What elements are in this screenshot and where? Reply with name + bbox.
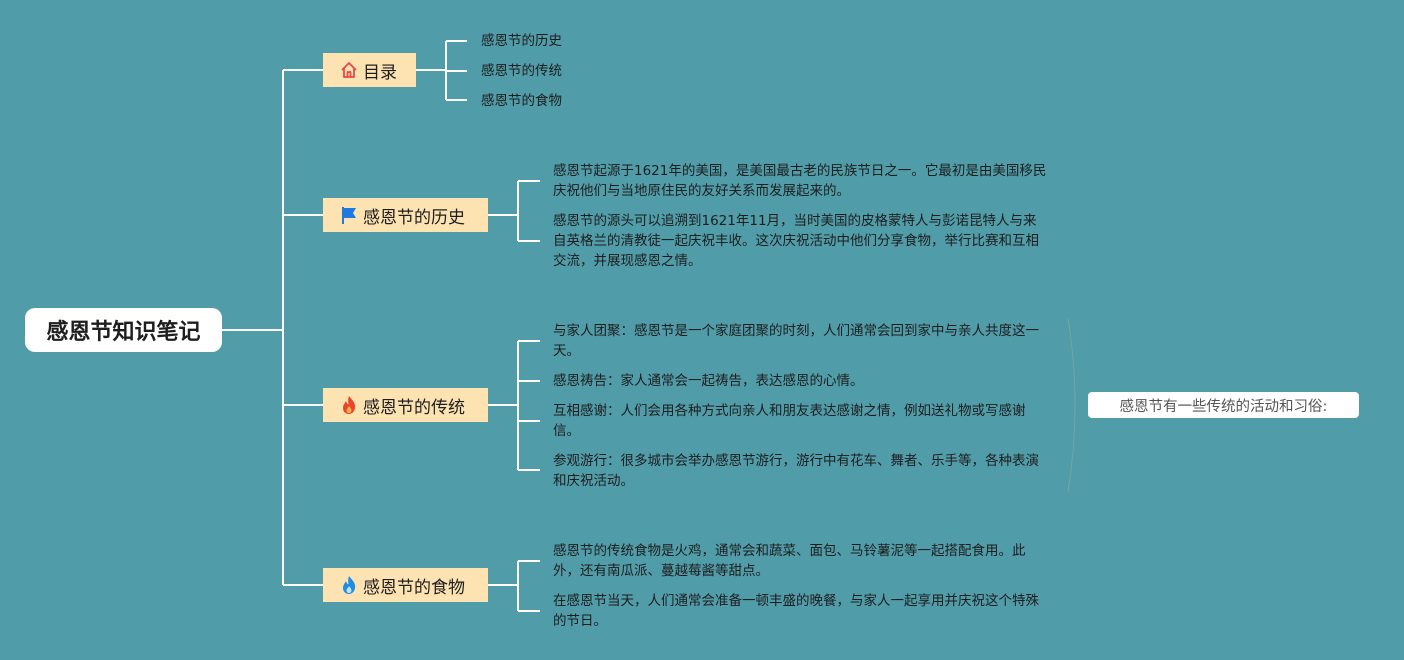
topic-food[interactable]: 感恩节的食物 [323,568,488,602]
history-note-1: 感恩节起源于1621年的美国，是美国最古老的民族节日之一。它最初是由美国移民庆祝… [553,163,1047,199]
history-bracket [488,180,540,242]
history-note-2: 感恩节的源头可以追溯到1621年11月，当时美国的皮格蒙特人与彭诺昆特人与来自英… [553,213,1039,269]
topic-toc[interactable]: 目录 [323,53,416,87]
toc-item-food[interactable]: 感恩节的食物 [481,93,562,109]
traditions-bracket [488,340,540,471]
topic-history-label: 感恩节的历史 [363,207,465,228]
toc-bracket [416,40,467,101]
flag-icon [339,205,359,225]
home-icon [339,60,359,80]
tradition-item-reunion: 与家人团聚：感恩节是一个家庭团聚的时刻，人们通常会回到家中与亲人共度这一天。 [553,323,1039,359]
tradition-item-parade: 参观游行：很多城市会举办感恩节游行，游行中有花车、舞者、乐手等，各种表演和庆祝活… [553,453,1039,489]
root-node[interactable]: 感恩节知识笔记 [25,308,222,352]
topic-history[interactable]: 感恩节的历史 [323,198,488,232]
callout-label: 感恩节有一些传统的活动和习俗: [1119,398,1328,415]
tradition-item-thanks: 互相感谢：人们会用各种方式向亲人和朋友表达感谢之情，例如送礼物或写感谢信。 [553,403,1026,439]
toc-item-history[interactable]: 感恩节的历史 [481,33,562,49]
topic-traditions-label: 感恩节的传统 [363,397,465,418]
topic-traditions[interactable]: 感恩节的传统 [323,388,488,422]
callout-brace [1067,317,1076,493]
root-title: 感恩节知识笔记 [46,320,201,345]
toc-item-traditions[interactable]: 感恩节的传统 [481,63,562,79]
food-note-1: 感恩节的传统食物是火鸡，通常会和蔬菜、面包、马铃薯泥等一起搭配食用。此外，还有南… [553,543,1026,579]
fire-icon [339,395,359,415]
food-note-2: 在感恩节当天，人们通常会准备一顿丰盛的晚餐，与家人一起享用并庆祝这个特殊的节日。 [553,593,1039,629]
fire-icon [339,575,359,595]
food-bracket [488,560,540,612]
topic-toc-label: 目录 [363,62,397,83]
topic-food-label: 感恩节的食物 [363,577,465,598]
traditions-summary-callout[interactable]: 感恩节有一些传统的活动和习俗: [1088,392,1359,418]
tradition-item-prayer: 感恩祷告：家人通常会一起祷告，表达感恩的心情。 [553,373,864,389]
